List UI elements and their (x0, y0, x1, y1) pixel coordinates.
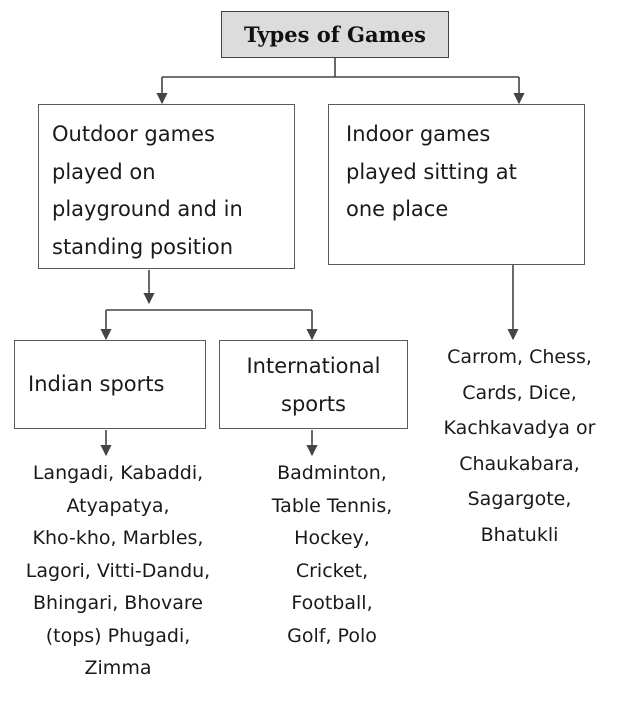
indian-sports-list: Langadi, Kabaddi, Atyapatya, Kho-kho, Ma… (25, 462, 211, 679)
root-label: Types of Games (244, 22, 426, 47)
international-sports-label: International sports (246, 354, 381, 416)
international-sports-list: Badminton, Table Tennis, Hockey, Cricket… (271, 462, 393, 647)
root-node: Types of Games (221, 11, 449, 58)
indoor-games-node: Indoor games played sitting at one place (328, 104, 585, 265)
outdoor-games-label: Outdoor games played on playground and i… (52, 122, 243, 259)
indian-sports-label: Indian sports (28, 371, 165, 396)
outdoor-games-node: Outdoor games played on playground and i… (38, 104, 295, 269)
indian-sports-node: Indian sports (14, 340, 206, 429)
indoor-games-label: Indoor games played sitting at one place (346, 122, 517, 221)
indoor-games-list: Carrom, Chess, Cards, Dice, Kachkavadya … (443, 346, 596, 546)
international-sports-node: International sports (219, 340, 408, 429)
